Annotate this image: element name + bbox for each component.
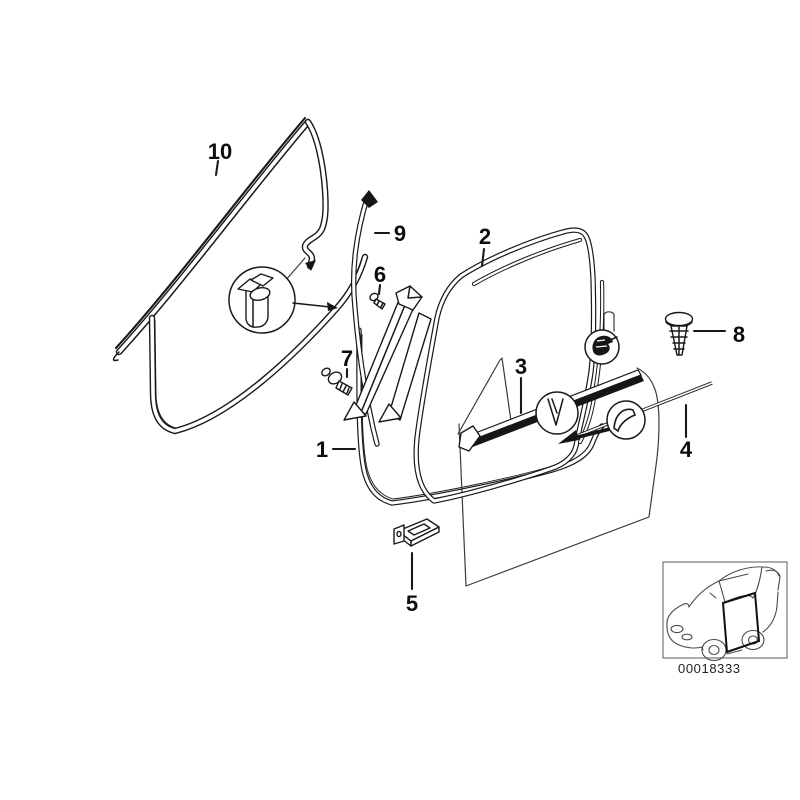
door-panel-outline — [457, 311, 660, 587]
clip-5-bracket — [393, 518, 440, 547]
part-code: 00018333 — [678, 661, 741, 676]
fastener-6-screw — [369, 292, 386, 310]
callout-1: 1 — [316, 437, 328, 462]
fastener-7-screw — [321, 367, 353, 396]
seal-10-weatherstrip — [112, 116, 329, 362]
detail-circle-clip-top — [584, 329, 620, 365]
hook-clip-icon — [613, 408, 637, 433]
car-icon — [666, 566, 781, 662]
callout-6: 6 — [374, 262, 386, 287]
callout-3: 3 — [515, 354, 527, 379]
callout-labels: 1 2 3 4 5 6 7 8 9 10 — [208, 139, 745, 616]
callout-leaders — [214, 159, 727, 591]
window-triangle — [457, 357, 512, 435]
callout-4: 4 — [680, 437, 693, 462]
seal-10-lower-run — [148, 253, 369, 435]
callout-5: 5 — [406, 591, 418, 616]
callout-10: 10 — [208, 139, 232, 164]
magnifier-arrowhead — [327, 302, 338, 311]
detail-circle-hook-clip — [606, 400, 646, 440]
car-location-thumbnail: 00018333 — [662, 561, 788, 676]
v-clip-icon — [547, 398, 564, 426]
insert-direction-arrowhead — [558, 430, 579, 444]
callout-7: 7 — [341, 346, 353, 371]
door-highlight-area — [721, 591, 761, 654]
fastener-8-expanding-rivet — [664, 311, 694, 356]
detail-circle-v-clip — [535, 391, 579, 435]
b-pillar-trim-rear — [378, 312, 432, 423]
seal-cross-section-icon — [237, 273, 274, 328]
seal-cross-section-magnifier — [228, 257, 338, 334]
window-guide-pin — [603, 311, 615, 332]
callout-9: 9 — [394, 221, 406, 246]
callout-8: 8 — [733, 322, 745, 347]
b-pillar-trim-front — [343, 285, 423, 421]
callout-2: 2 — [479, 224, 491, 249]
